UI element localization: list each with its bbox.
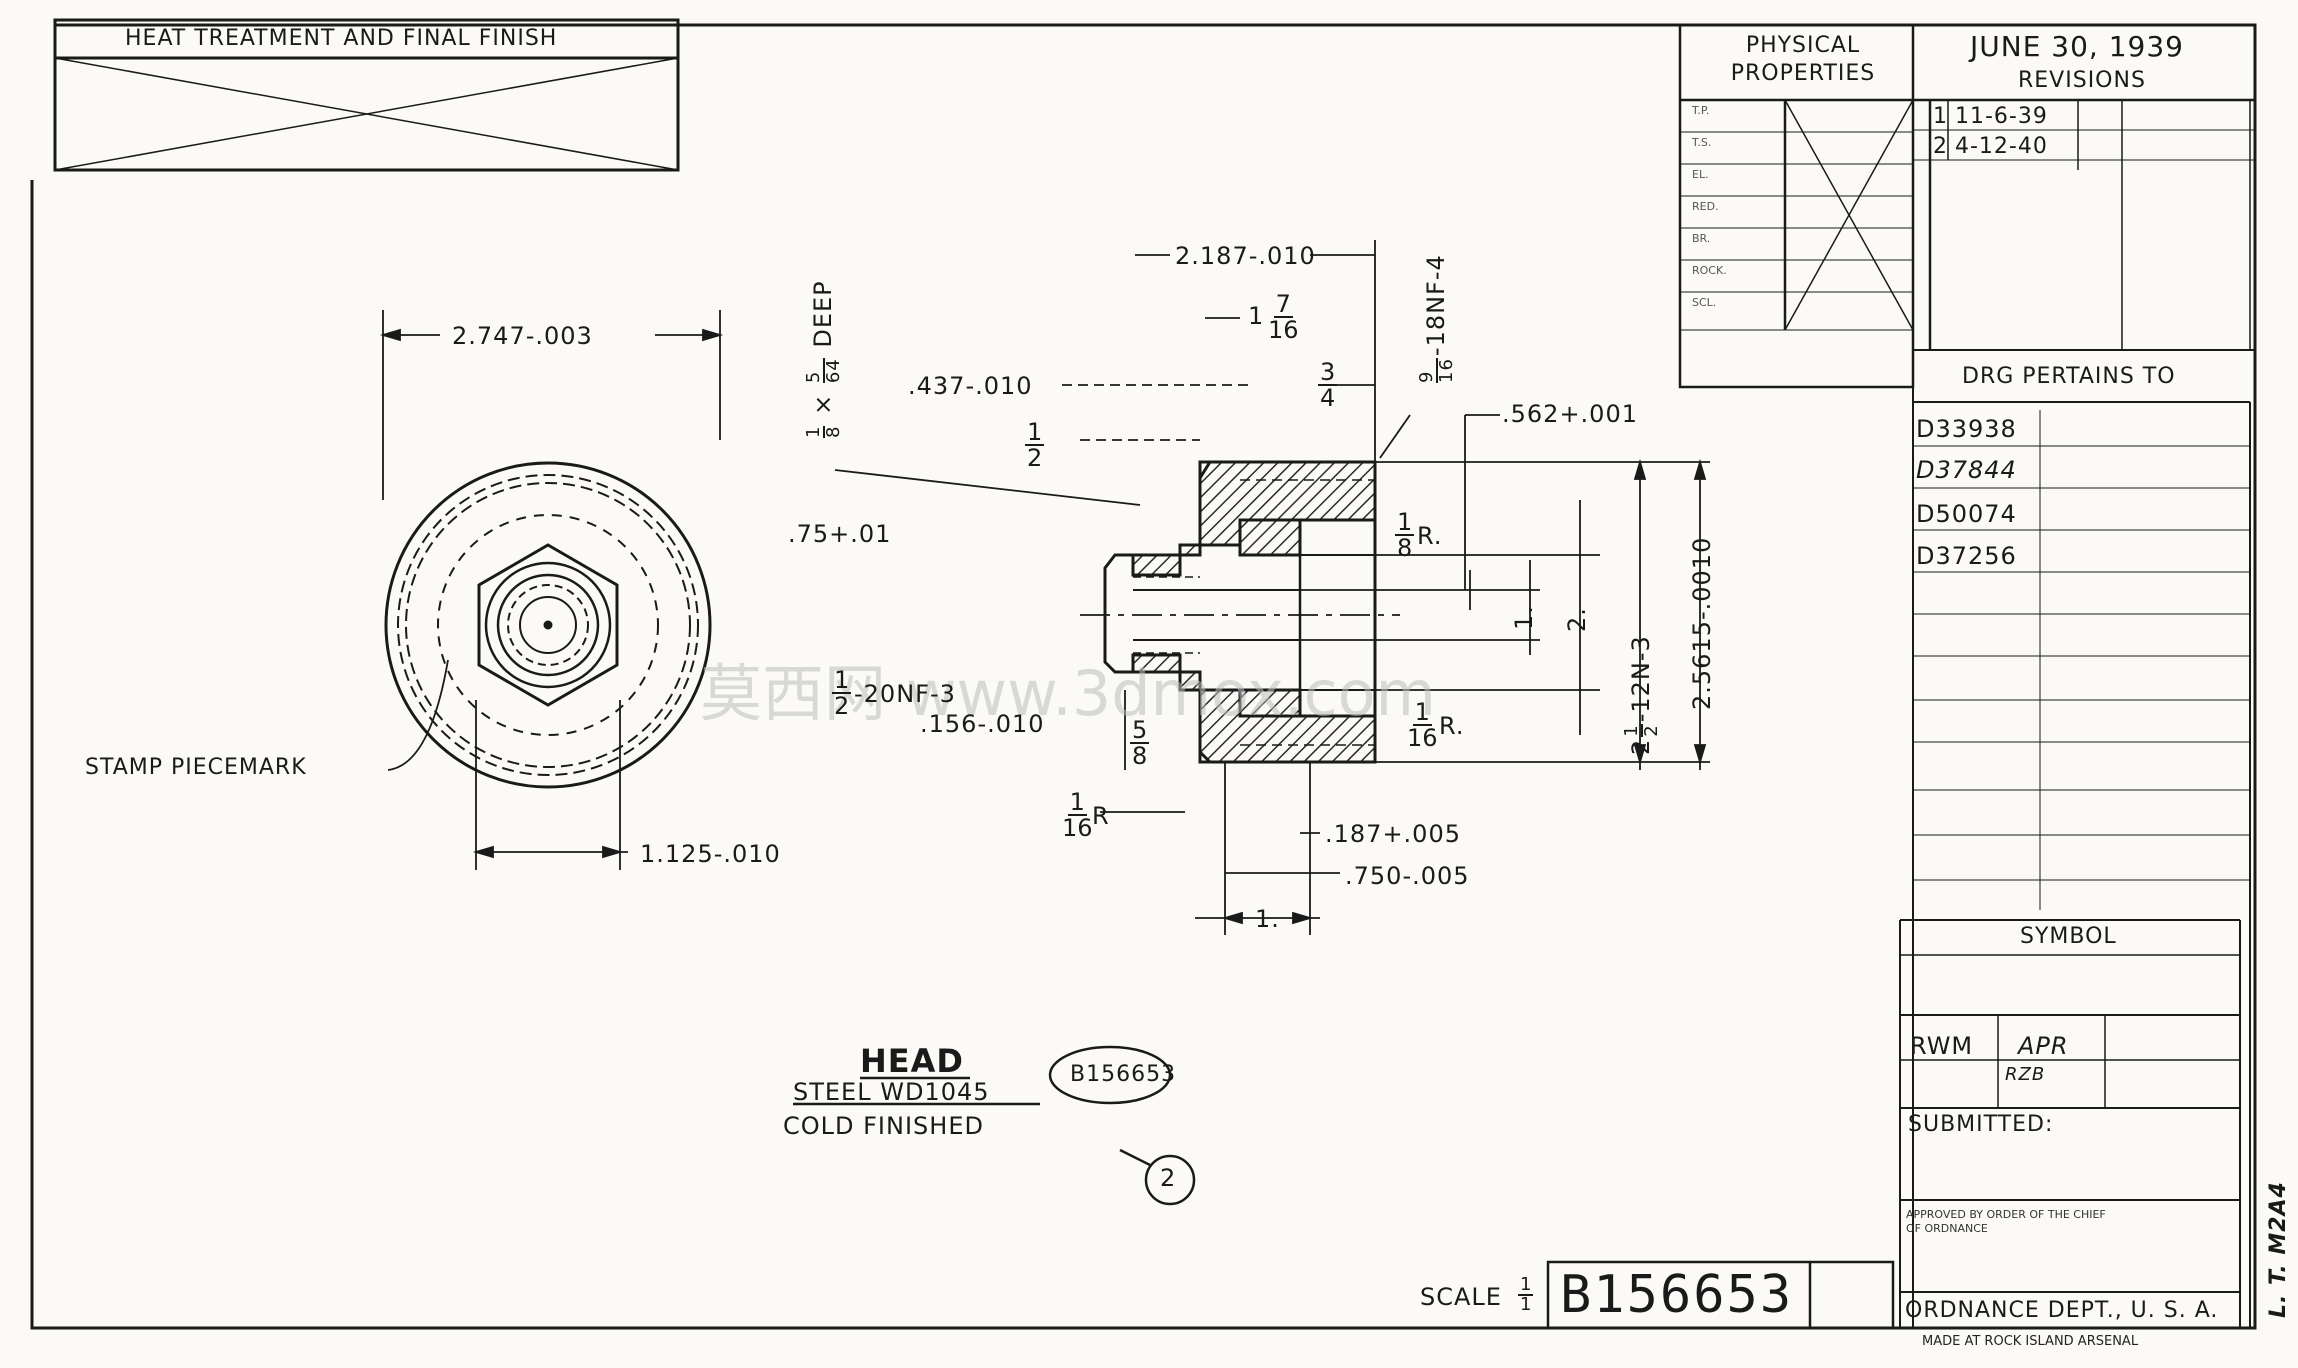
drawn-by: RWM [1910,1032,1974,1060]
part-material: STEEL WD1045 [793,1078,990,1106]
dim-2187: 2.187-.010 [1175,242,1316,270]
drill-note-deep: DEEP [809,280,837,348]
revision-2-number: 2 [1933,134,1948,159]
submitted-label: SUBMITTED: [1908,1112,2054,1137]
scale-fraction: 1 1 [1518,1274,1534,1315]
dim-562: .562+.001 [1502,400,1638,428]
drawing-date: JUNE 30, 1939 [1970,30,2184,63]
dim-750: .750-.005 [1345,862,1470,890]
dept-text: ORDNANCE DEPT., U. S. A. [1905,1298,2219,1323]
side-code: L. T. M2A4 [2266,1181,2291,1318]
part-finish: COLD FINISHED [783,1112,984,1140]
physical-properties-header: PHYSICAL PROPERTIES [1730,33,1876,86]
part-underlines [793,1076,1040,1106]
arsenal-text: MADE AT ROCK ISLAND ARSENAL [1922,1334,2139,1349]
heat-treatment-box [53,18,680,172]
revision-2-date: 4-12-40 [1955,134,2048,159]
dim-75: .75+.01 [788,520,892,548]
ref-callouts [1048,1045,1196,1206]
revisions-header: REVISIONS [2018,68,2146,93]
watermark: 莫西网 www.3dmox.com [700,657,1436,730]
thread-2-1-2-spec: -12N-3 [1627,635,1655,723]
pertains-item: D33938 [1916,415,2017,443]
section-view-dimensions [834,240,1710,935]
physical-properties-table [1678,23,1915,389]
scale-label: SCALE [1420,1283,1502,1311]
dim-1125: 1.125-.010 [640,840,781,868]
approved-text: APPROVED BY ORDER OF THE CHIEF OF ORDNAN… [1906,1208,2106,1235]
item-number: 2 [1160,1164,1177,1192]
pertains-header: DRG PERTAINS TO [1962,364,2176,389]
dim-2747: 2.747-.003 [452,322,593,350]
dim-156: .156-.010 [920,710,1045,738]
part-name: HEAD [860,1042,964,1080]
dim-2-vertical: 2. [1563,607,1591,632]
stamp-piecemark-note: STAMP PIECEMARK [85,755,307,780]
dim-437: .437-.010 [908,372,1033,400]
revision-1-number: 1 [1933,104,1948,129]
thread-9-16-spec: -18NF-4 [1422,254,1450,357]
revisions-table [1913,98,2255,403]
revision-1-date: 11-6-39 [1955,104,2048,129]
scale-den: 1 [1520,1294,1532,1315]
checked-initials: RZB [2005,1064,2046,1085]
symbol-header: SYMBOL [2020,924,2117,949]
dim-1-bottom: 1. [1255,905,1280,933]
drawing-number: B156653 [1560,1265,1794,1325]
checked-by: APR [2018,1032,2069,1060]
scale-num: 1 [1518,1274,1534,1296]
sheet-border [30,23,2257,1330]
pertains-item: D50074 [1916,500,2017,528]
dim-187: .187+.005 [1325,820,1461,848]
end-view-dimensions [379,310,724,870]
dim-1-vertical: 1. [1510,605,1538,630]
pertains-item: D37844 [1916,456,2017,484]
end-view [384,461,712,789]
heat-treatment-header: HEAT TREATMENT AND FINAL FINISH [125,26,558,51]
pertains-item: D37256 [1916,542,2017,570]
pertains-table [1899,387,2251,1328]
part-ref-number: B156653 [1070,1062,1177,1087]
drawing-number-box [1546,1260,1895,1330]
dim-2-5615-vertical: 2.5615-.0010 [1688,536,1716,710]
